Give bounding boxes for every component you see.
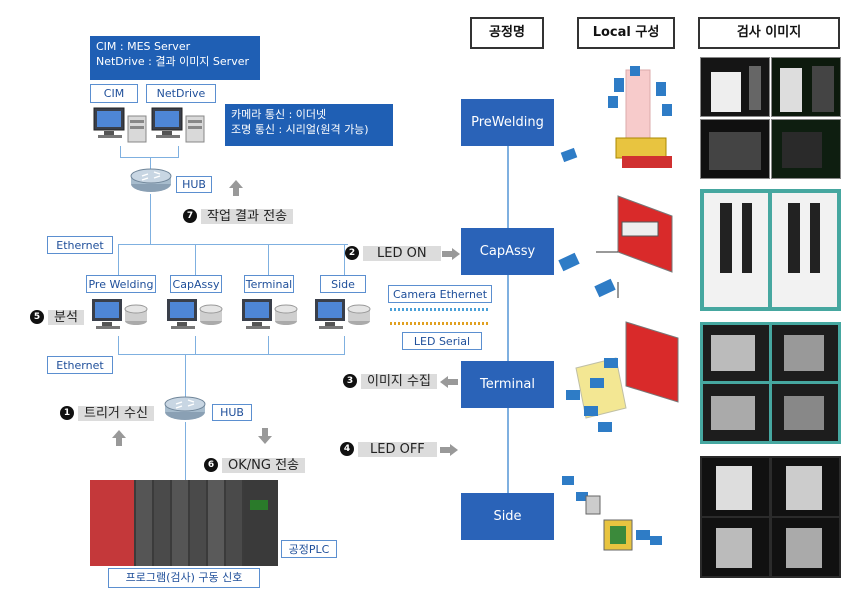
header-process: 공정명 (470, 17, 544, 49)
step-2-label: LED ON (363, 246, 441, 261)
local-capassy-rig-icon (558, 195, 673, 298)
inspection-images-prewelding (700, 57, 841, 179)
process-prewelding: PreWelding (461, 99, 554, 146)
local-side-rig-icon (562, 476, 662, 551)
step-7-number: 7 (183, 208, 197, 223)
cim-label: CIM (90, 84, 138, 103)
process-terminal: Terminal (461, 361, 554, 408)
right-arrow-icon (442, 248, 460, 260)
camera-ethernet-dashes (390, 308, 490, 311)
comm-info-line2: 조명 통신 : 시리얼(원격 가능) (231, 123, 369, 136)
step-3: 3 이미지 수집 (343, 370, 437, 393)
netdrive-label: NetDrive (146, 84, 216, 103)
inspection-images-side (700, 456, 841, 578)
step-5-label: 분석 (48, 310, 84, 325)
comm-info-box: 카메라 통신 : 이더넷 조명 통신 : 시리얼(원격 가능) (225, 104, 393, 146)
plc-device-image (90, 480, 278, 566)
step-1: 1 트리거 수신 (60, 402, 154, 425)
comm-info-line1: 카메라 통신 : 이더넷 (231, 108, 327, 121)
hub-bottom-label: HUB (212, 404, 252, 421)
netdrive-server-computer-icon (151, 107, 205, 143)
pc-capassy-icon (167, 299, 223, 329)
server-info-line2: NetDrive : 결과 이미지 Server (96, 55, 249, 68)
ethernet-bottom-bus (118, 354, 345, 355)
header-local: Local 구성 (577, 17, 675, 49)
cim-server-computer-icon (93, 107, 147, 143)
led-serial-label: LED Serial (402, 332, 482, 350)
hub-top-router-icon (130, 168, 172, 192)
step-7: 7 작업 결과 전송 (183, 205, 294, 228)
pc-terminal-icon (242, 299, 298, 329)
step-5: 5 분석 (30, 306, 84, 329)
header-images: 검사 이미지 (698, 17, 840, 49)
local-prewelding-rig-icon (560, 66, 672, 168)
pc-label-side: Side (320, 275, 366, 293)
inspection-images-terminal (700, 322, 841, 444)
plc-label: 공정PLC (281, 540, 337, 558)
ethernet-top-label: Ethernet (47, 236, 113, 254)
step-7-label: 작업 결과 전송 (201, 209, 294, 224)
up-arrow-icon (229, 180, 243, 196)
step-1-number: 1 (60, 405, 74, 420)
inspection-images-capassy (700, 189, 841, 311)
pc-label-prewelding: Pre Welding (86, 275, 156, 293)
program-signal-label: 프로그램(검사) 구동 신호 (108, 568, 260, 588)
right-arrow-icon-2 (440, 444, 458, 456)
step-3-number: 3 (343, 373, 357, 388)
ethernet-top-bus (118, 244, 348, 245)
step-2-number: 2 (345, 245, 359, 260)
server-info-box: CIM : MES Server NetDrive : 결과 이미지 Serve… (90, 36, 260, 80)
pc-label-terminal: Terminal (244, 275, 294, 293)
process-capassy: CapAssy (461, 228, 554, 275)
process-side: Side (461, 493, 554, 540)
step-2: 2 LED ON (345, 242, 441, 265)
step-3-label: 이미지 수집 (361, 374, 437, 389)
down-arrow-icon (258, 428, 272, 444)
step-6: 6 OK/NG 전송 (204, 454, 305, 477)
step-6-number: 6 (204, 457, 218, 472)
pc-label-capassy: CapAssy (170, 275, 222, 293)
step-5-number: 5 (30, 309, 44, 324)
led-serial-dashes (390, 322, 490, 325)
hub-top-label: HUB (176, 176, 212, 193)
pc-prewelding-icon (92, 299, 148, 329)
hub-bottom-router-icon (164, 396, 206, 420)
step-1-label: 트리거 수신 (78, 406, 154, 421)
up-arrow-icon-2 (112, 430, 126, 446)
left-arrow-icon (440, 376, 458, 388)
camera-ethernet-label: Camera Ethernet (388, 285, 492, 303)
local-terminal-rig-icon (566, 321, 679, 432)
step-6-label: OK/NG 전송 (222, 458, 305, 473)
step-4: 4 LED OFF (340, 438, 437, 461)
server-info-line1: CIM : MES Server (96, 40, 191, 53)
step-4-label: LED OFF (358, 442, 437, 457)
pc-side-icon (315, 299, 371, 329)
step-4-number: 4 (340, 441, 354, 456)
ethernet-bottom-label: Ethernet (47, 356, 113, 374)
